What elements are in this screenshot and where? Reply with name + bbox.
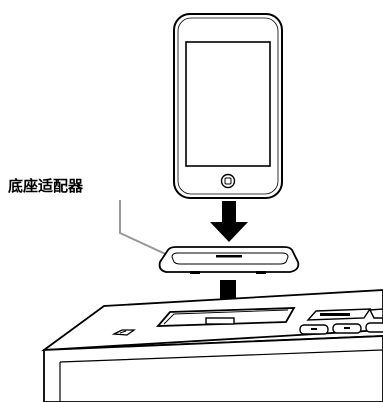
label-leader-line: [119, 200, 173, 258]
adapter-base: [158, 246, 300, 273]
control-button-3: [365, 322, 383, 333]
dock-cavity-inner: [163, 309, 289, 325]
adapter-foot-right: [256, 271, 266, 274]
display-panel-window: [320, 313, 350, 316]
dock-adapter: [158, 246, 300, 274]
display-panel-right: [368, 308, 383, 319]
adapter-top-surface: [171, 252, 289, 265]
ipod-bezel: [177, 17, 279, 195]
power-button-mark: [119, 330, 127, 334]
home-button-square: [224, 177, 232, 185]
dock-cavity: [155, 307, 296, 327]
home-button-icon: [220, 173, 236, 189]
ipod-touch-device: [173, 13, 283, 199]
unit-front-face: [43, 335, 383, 402]
control-button-2-mark: [344, 327, 350, 329]
dock-connector: [205, 317, 235, 325]
dock-adapter-label: 底座适配器: [8, 177, 84, 195]
speaker-dock-unit: [41, 289, 383, 402]
ipod-screen: [185, 41, 271, 167]
unit-front-bevel: [59, 349, 383, 402]
control-button-1-mark: [311, 328, 317, 330]
adapter-foot-left: [190, 271, 200, 274]
adapter-connector-slot: [216, 255, 242, 258]
power-button-icon: [111, 329, 137, 336]
down-arrow-icon-top: [210, 201, 248, 242]
